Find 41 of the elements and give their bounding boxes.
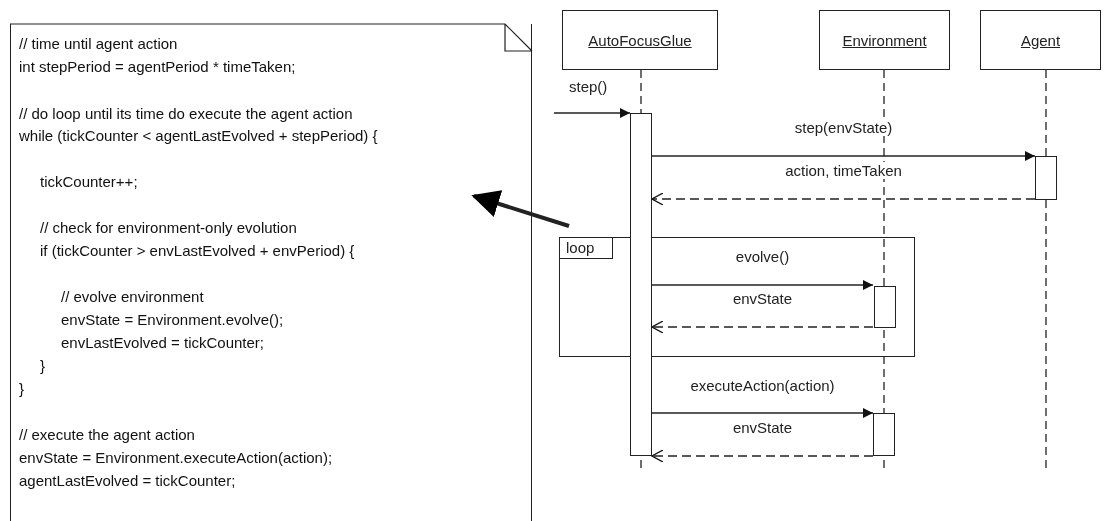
activation-bar xyxy=(874,286,896,328)
arrow xyxy=(471,190,570,228)
arrow xyxy=(651,408,874,418)
code-line: } xyxy=(19,379,24,399)
code-line: tickCounter++; xyxy=(40,172,138,192)
code-line: agentLastEvolved = tickCounter; xyxy=(19,471,236,491)
code-line: // time until agent action xyxy=(19,34,178,54)
code-line: // execute the agent action xyxy=(19,425,195,445)
message-label: evolve() xyxy=(733,248,792,265)
code-line: envLastEvolved = tickCounter; xyxy=(61,333,265,353)
loop-frame xyxy=(559,237,915,357)
activation-bar xyxy=(1035,156,1057,200)
message-label: executeAction(action) xyxy=(688,377,837,394)
frame-tag: loop xyxy=(560,238,614,259)
lifeline-head xyxy=(980,10,1101,70)
object-name: Environment xyxy=(842,31,927,49)
message-label: action, timeTaken xyxy=(783,162,904,179)
return-arrow xyxy=(651,192,1036,206)
code-note xyxy=(10,24,532,521)
code-line: if (tickCounter > envLastEvolved + envPeriod) { xyxy=(40,241,355,261)
code-line: envState = Environment.executeAction(action); xyxy=(19,448,333,468)
message-label: step(envState) xyxy=(792,119,895,136)
code-line: int stepPeriod = agentPeriod * timeTaken; xyxy=(19,57,296,77)
activation-bar xyxy=(630,113,652,456)
lifeline-head xyxy=(819,10,950,70)
arrow xyxy=(553,108,631,118)
code-line: } xyxy=(40,356,45,376)
code-line: // do loop until its time do execute the agent action xyxy=(19,104,353,124)
return-arrow xyxy=(651,320,874,334)
return-arrow xyxy=(651,449,874,463)
object-name: Agent xyxy=(1020,31,1061,49)
code-line: // evolve environment xyxy=(61,287,204,307)
arrow xyxy=(651,151,1036,161)
activation-bar xyxy=(873,413,895,456)
message-label: step() xyxy=(567,78,610,95)
lifeline-head xyxy=(562,10,718,70)
code-line: envState = Environment.evolve(); xyxy=(61,310,284,330)
object-name: AutoFocusGlue xyxy=(588,31,692,49)
code-line: // check for environment-only evolution xyxy=(40,218,297,238)
code-line: while (tickCounter < agentLastEvolved + stepPeriod) { xyxy=(19,126,378,146)
arrow xyxy=(651,280,874,290)
